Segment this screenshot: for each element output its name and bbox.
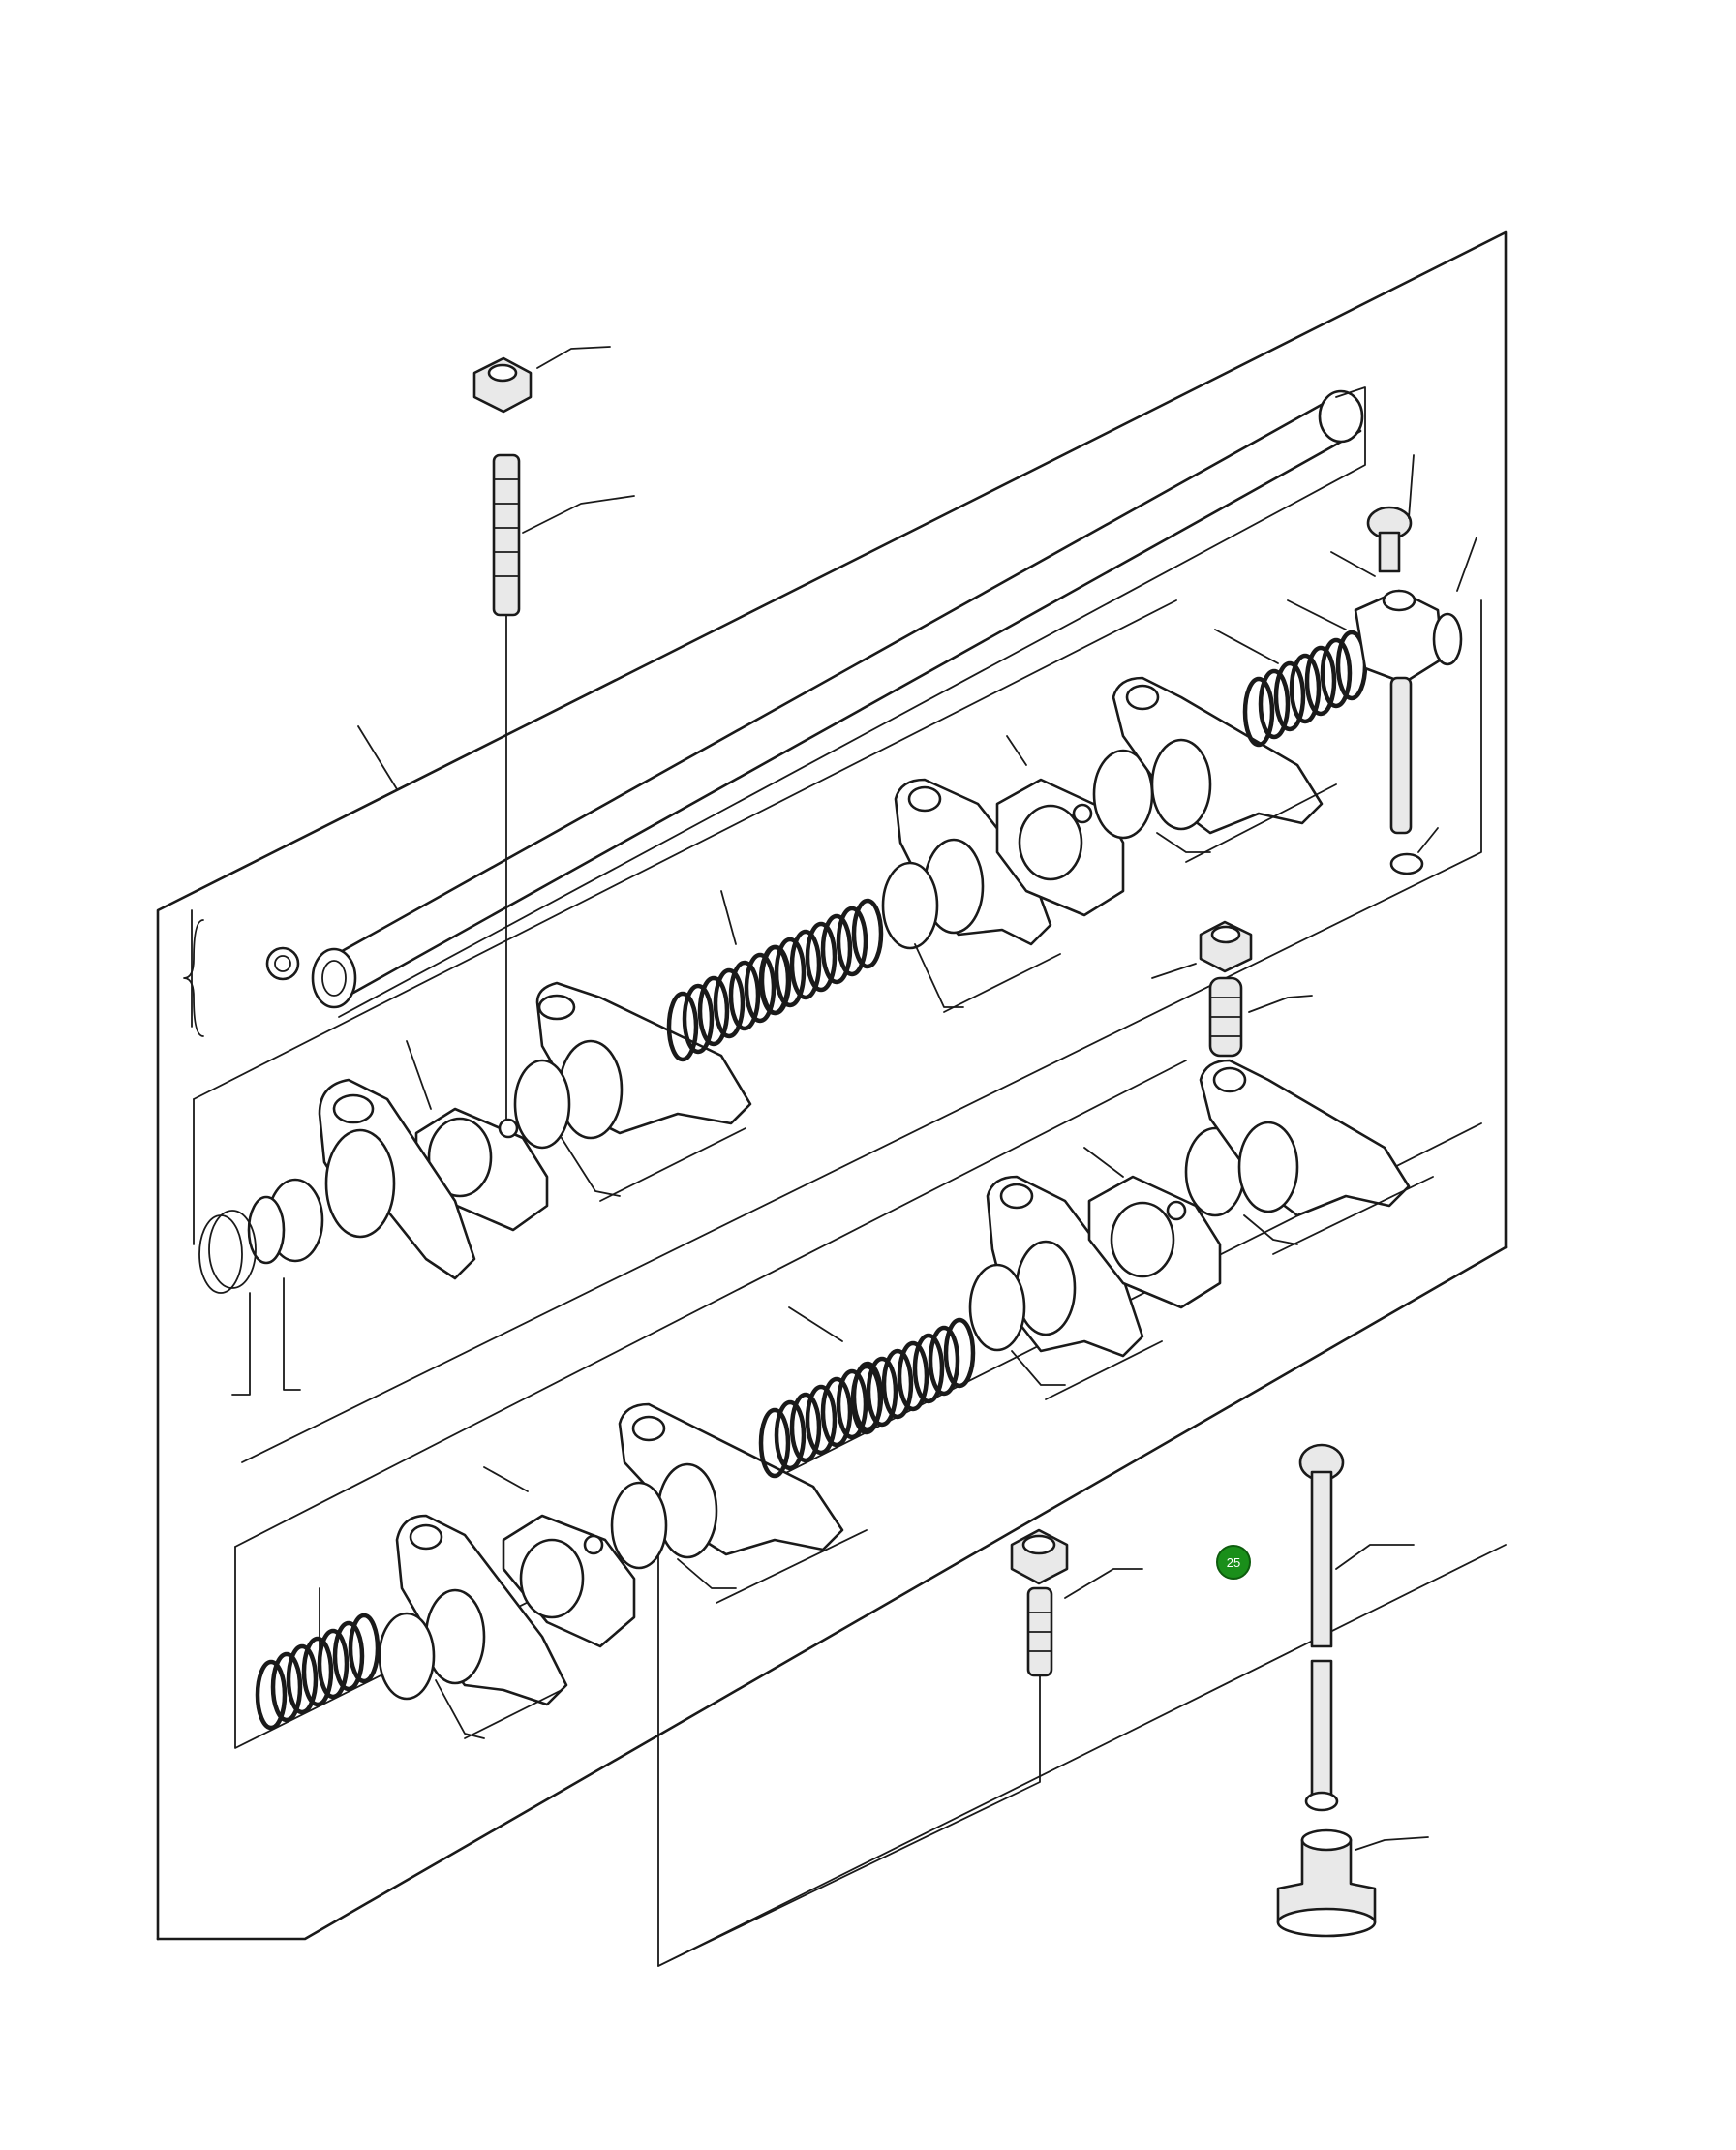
stud-nut (472, 346, 611, 414)
callout-25-label: 25 (1227, 1555, 1240, 1570)
adjusting-screw (1151, 920, 1313, 1058)
tappet (1276, 1828, 1429, 1938)
shaft-leader (357, 725, 398, 790)
upper-inner-frame (193, 599, 1482, 1463)
stud (492, 453, 635, 1124)
outer-frame (156, 230, 1508, 1941)
push-rod (1298, 1443, 1415, 1812)
rocker-shaft (311, 386, 1366, 1018)
bolt (657, 1528, 1143, 1967)
shaft-plug (183, 919, 300, 1037)
callout-25-dot[interactable] (1216, 1545, 1251, 1580)
upper-rocker-row (198, 454, 1477, 1396)
callout-25[interactable]: 25 (1216, 1545, 1251, 1580)
lower-rocker-row (258, 1059, 1434, 1739)
